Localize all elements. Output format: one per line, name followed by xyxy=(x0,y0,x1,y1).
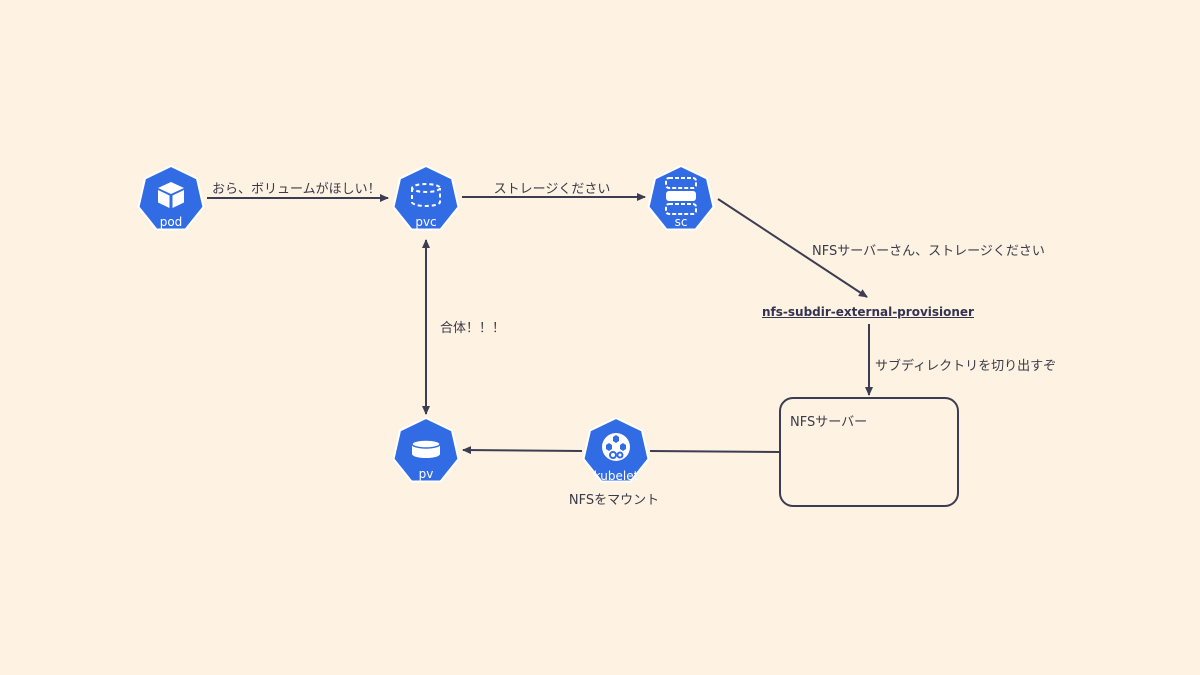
pv-label: pv xyxy=(418,467,434,481)
pod-node: pod xyxy=(136,164,206,234)
edge-label-pvc-pv: 合体！！！ xyxy=(440,321,506,336)
pv-node: pv xyxy=(391,416,461,486)
volume-claim-icon xyxy=(411,183,441,207)
pvc-node: pvc xyxy=(391,164,461,234)
sc-node: sc xyxy=(646,164,716,234)
edge-label-pvc-sc: ストレージください xyxy=(493,182,611,197)
volume-icon xyxy=(411,439,441,458)
pod-label: pod xyxy=(159,215,183,229)
sc-label: sc xyxy=(674,215,688,229)
cube-icon xyxy=(158,182,184,208)
nfs-server-box: NFSサーバー xyxy=(779,397,959,507)
provisioner-label: nfs-subdir-external-provisioner xyxy=(762,305,974,319)
arrow-kubelet-to-pv xyxy=(462,446,583,455)
edge-label-provisioner-nfs: サブディレクトリを切り出すぞ xyxy=(875,359,1057,374)
edge-label-sc-provisioner: NFSサーバーさん、ストレージください xyxy=(812,244,1045,259)
kubelet-icon xyxy=(602,433,630,461)
kubelet-node: kubelet xyxy=(581,416,651,486)
line-nfs-to-kubelet xyxy=(649,450,780,453)
nfs-server-title: NFSサーバー xyxy=(790,415,868,430)
pvc-label: pvc xyxy=(415,215,437,229)
kubelet-label: kubelet xyxy=(593,469,639,483)
edge-label-pod-pvc: おら、ボリュームがほしい！ xyxy=(212,182,381,197)
edge-label-kubelet-mount: NFSをマウント xyxy=(568,493,660,508)
arrow-sc-to-provisioner xyxy=(717,198,868,298)
storage-class-icon xyxy=(665,177,697,215)
